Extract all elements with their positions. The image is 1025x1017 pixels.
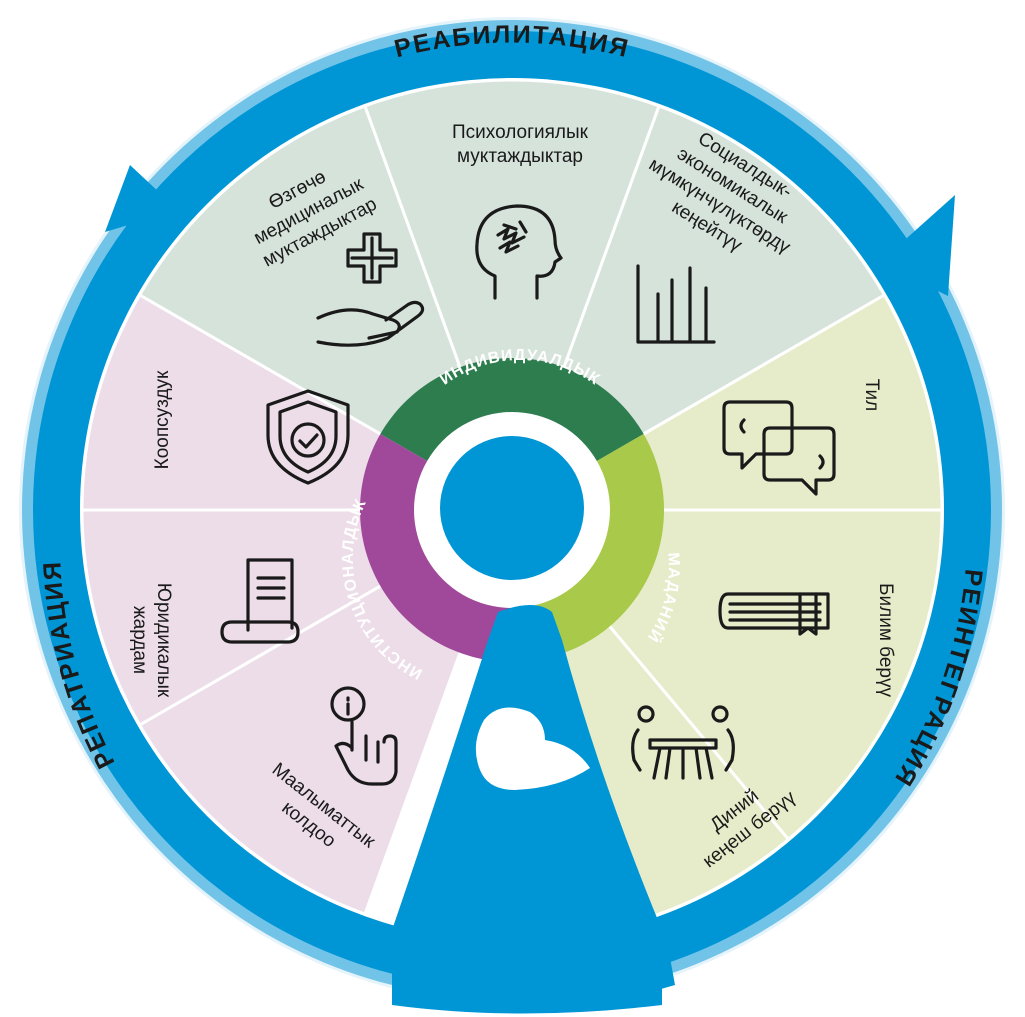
arrow-head-left (105, 165, 178, 232)
arrow-head-right (880, 195, 955, 296)
segment-label-language: Тил (861, 379, 882, 411)
legal-document-icon (220, 558, 300, 644)
segment-label-legal: Юридикалыкжардам (129, 583, 174, 698)
meeting-table-icon (631, 705, 735, 780)
medical-hand-icon (316, 232, 425, 347)
person-figure (392, 436, 662, 1014)
segment-label-education: Билим берүү (875, 583, 896, 697)
shield-check-icon (266, 389, 350, 485)
info-touch-icon (330, 686, 398, 786)
inner-ring (360, 358, 664, 662)
inner-ring-institutional (360, 434, 512, 662)
svg-text:Коопсуздук: Коопсуздук (152, 370, 173, 469)
svg-text:Юридикалыкжардам: Юридикалыкжардам (129, 583, 174, 698)
speech-bubbles-icon (722, 400, 836, 496)
inner-ring-individual (380, 358, 644, 461)
bar-chart-icon (636, 264, 716, 344)
baby-icon (475, 707, 590, 790)
segment-label-security: Коопсуздук (152, 370, 173, 469)
svg-text:Билим берүү: Билим берүү (875, 583, 896, 697)
head-stress-icon (475, 204, 563, 300)
person-head (440, 436, 584, 580)
inner-ring-cultural (512, 434, 664, 662)
book-icon (718, 592, 830, 636)
person-body (392, 605, 662, 1014)
svg-text:Тил: Тил (861, 379, 882, 411)
